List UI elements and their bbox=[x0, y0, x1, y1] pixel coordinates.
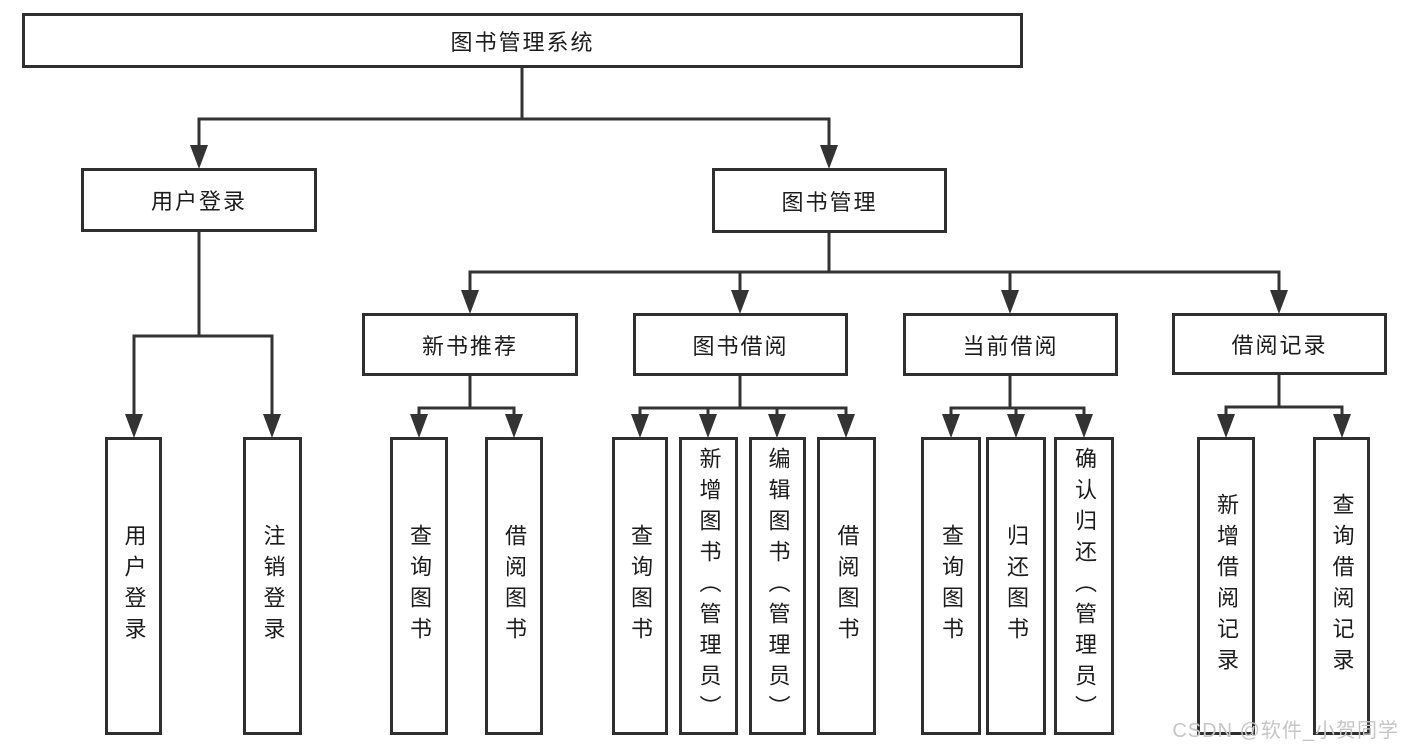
node-borrow-records: 借阅记录 bbox=[1172, 313, 1387, 375]
leaf-borrow-books: 借阅图书 bbox=[817, 437, 876, 735]
leaf-edit-books-admin: 编辑图书（管理员） bbox=[749, 437, 806, 735]
connector-root-to-level2 bbox=[190, 66, 838, 169]
leaf-user-login: 用户登录 bbox=[105, 437, 162, 735]
node-book-management: 图书管理 bbox=[712, 168, 947, 233]
connector-records-to-leaves bbox=[1217, 373, 1351, 438]
leaf-confirm-return-admin: 确认归还（管理员） bbox=[1054, 437, 1114, 735]
leaf-query-books-borrow: 查询图书 bbox=[612, 437, 668, 735]
leaf-add-books-admin: 新增图书（管理员） bbox=[679, 437, 738, 735]
leaf-query-books-current: 查询图书 bbox=[921, 437, 981, 735]
node-user-login: 用户登录 bbox=[81, 168, 317, 232]
node-new-book-recommend: 新书推荐 bbox=[362, 313, 578, 376]
connector-borrow-to-leaves bbox=[631, 374, 855, 438]
leaf-query-books-recommend: 查询图书 bbox=[390, 437, 448, 735]
connector-current-to-leaves bbox=[942, 374, 1093, 438]
node-book-borrow: 图书借阅 bbox=[633, 313, 848, 376]
leaf-query-borrow-record: 查询借阅记录 bbox=[1313, 437, 1370, 735]
leaf-logout: 注销登录 bbox=[243, 437, 302, 735]
leaf-return-books: 归还图书 bbox=[986, 437, 1046, 735]
connector-recommend-to-leaves bbox=[410, 374, 523, 438]
csdn-watermark: CSDN @软件_小贺同学 bbox=[1172, 720, 1399, 742]
leaf-add-borrow-record: 新增借阅记录 bbox=[1197, 437, 1255, 735]
node-current-borrow: 当前借阅 bbox=[903, 313, 1118, 376]
leaf-borrow-books-recommend: 借阅图书 bbox=[485, 437, 543, 735]
connector-management-to-level3 bbox=[461, 231, 1288, 314]
connector-login-to-leaves bbox=[125, 230, 281, 438]
node-root-library-system: 图书管理系统 bbox=[22, 13, 1023, 68]
